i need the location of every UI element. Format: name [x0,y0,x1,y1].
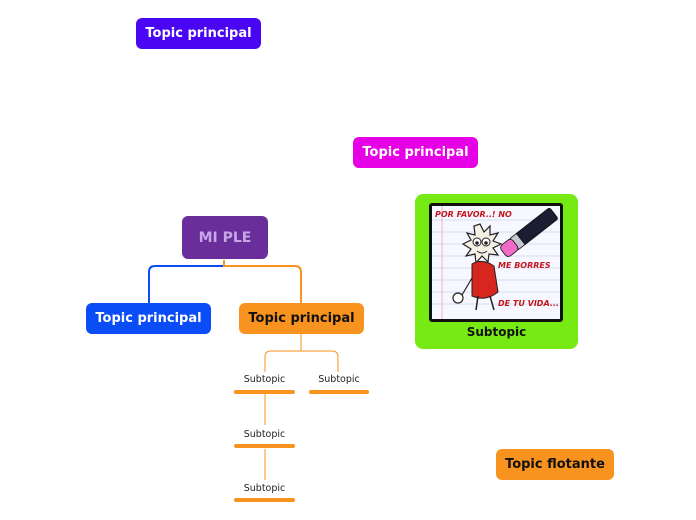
comic-text-1: POR FAVOR..! NO [435,210,512,219]
floating-topic-label: Topic flotante [505,457,605,472]
comic-text-3: DE TU VIDA... [498,299,559,308]
connector-orange-to-sub2 [301,350,339,372]
subtopic-3-label: Subtopic [243,429,286,440]
topic-node-1-label: Topic principal [145,26,252,41]
topic-node-2[interactable]: Topic principal [353,137,478,168]
connector-orange-to-sub1 [264,334,302,372]
image-subtopic-card[interactable]: POR FAVOR..! NO ME BORRES DE TU VIDA... … [415,194,578,349]
connector-central-to-blue [148,260,225,304]
subtopic-1-label: Subtopic [243,374,286,385]
subtopic-3[interactable]: Subtopic [234,429,295,440]
subtopic-1[interactable]: Subtopic [234,374,295,385]
central-node-label: MI PLE [198,229,252,246]
topic-node-3-label: Topic principal [95,311,202,326]
subtopic-2-underline [309,390,369,394]
subtopic-4-underline [234,498,295,502]
image-subtopic-label: Subtopic [466,325,527,339]
topic-node-3[interactable]: Topic principal [86,303,211,334]
subtopic-2-label: Subtopic [318,374,360,385]
subtopic-1-underline [234,390,295,394]
topic-node-4-label: Topic principal [248,311,355,326]
subtopic-4-label: Subtopic [243,483,286,494]
topic-node-4[interactable]: Topic principal [239,303,364,334]
topic-node-1[interactable]: Topic principal [136,18,261,49]
subtopic-4[interactable]: Subtopic [234,483,295,494]
central-node[interactable]: MI PLE [182,216,268,259]
topic-node-2-label: Topic principal [362,145,469,160]
subtopic-2[interactable]: Subtopic [309,374,369,385]
comic-image: POR FAVOR..! NO ME BORRES DE TU VIDA... [429,203,563,322]
comic-drawing [432,206,560,319]
connector-central-to-orange [223,260,302,304]
floating-topic-node[interactable]: Topic flotante [496,449,614,480]
subtopic-3-underline [234,444,295,448]
comic-text-2: ME BORRES [498,261,551,270]
